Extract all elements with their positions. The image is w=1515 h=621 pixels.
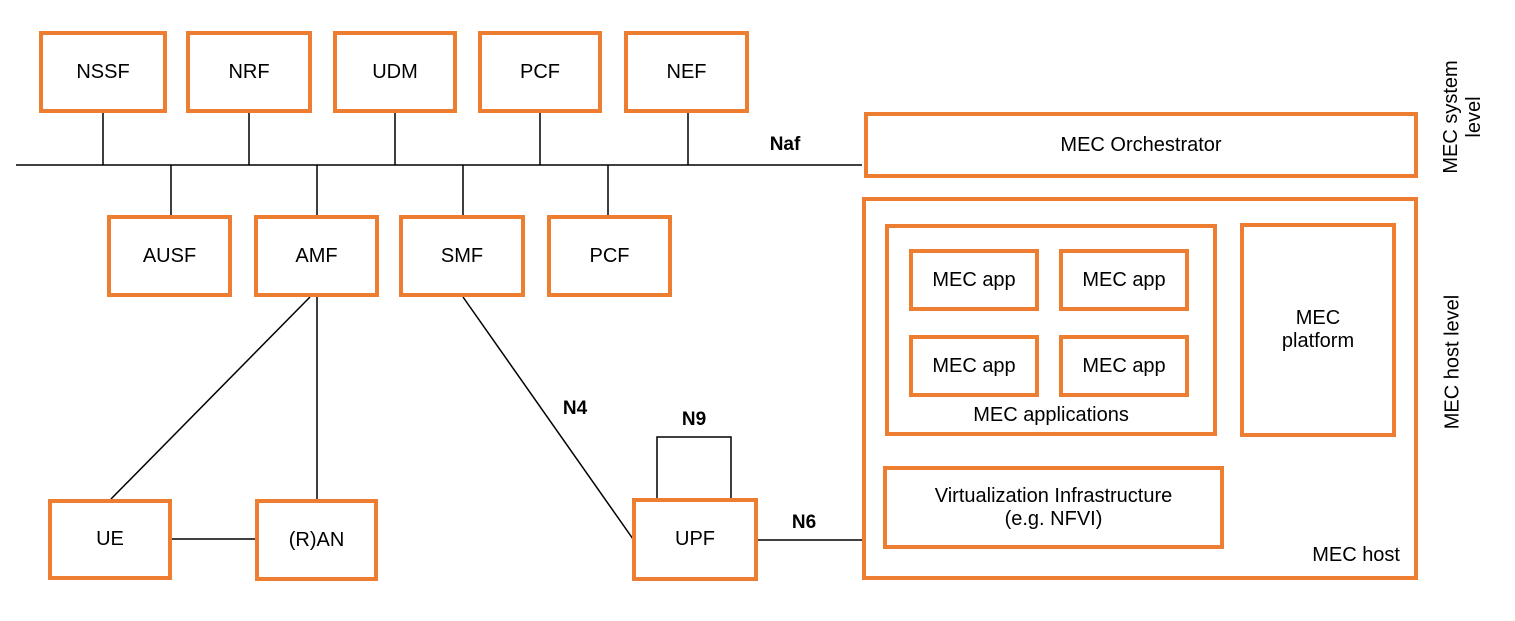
ausf-box: AUSF <box>107 215 232 297</box>
mec-host-label: MEC host <box>1312 544 1400 566</box>
mec-host-level-label: MEC host level <box>1441 294 1464 430</box>
smf-label: SMF <box>440 244 484 267</box>
mec-system-level-label: MEC system level <box>1440 60 1485 174</box>
n9-interface-label: N9 <box>681 409 707 430</box>
virtualization-infrastructure-box: Virtualization Infrastructure (e.g. NFVI… <box>883 466 1224 549</box>
smf-upf-n4-link <box>462 296 634 540</box>
ran-label: (R)AN <box>288 528 345 551</box>
smf-box: SMF <box>399 215 525 297</box>
upf-n9-loop <box>656 436 732 498</box>
amf-box: AMF <box>254 215 379 297</box>
mec-platform-box: MEC platform <box>1240 223 1396 437</box>
pcf-mid-label: PCF <box>589 244 630 267</box>
nssf-label: NSSF <box>76 60 130 83</box>
nrf-box: NRF <box>186 31 312 113</box>
mec-app-label-3: MEC app <box>932 354 1016 377</box>
n6-interface-label: N6 <box>791 512 817 533</box>
mec-app-box-3: MEC app <box>909 335 1039 397</box>
mec-app-label-1: MEC app <box>932 268 1016 291</box>
mec-app-box-2: MEC app <box>1059 249 1189 311</box>
pcf-top-box: PCF <box>478 31 602 113</box>
nef-box: NEF <box>624 31 749 113</box>
virtualization-infrastructure-label-line1: Virtualization Infrastructure <box>934 484 1173 507</box>
mec-platform-label: MEC platform <box>1281 307 1355 352</box>
nef-label: NEF <box>666 60 707 83</box>
nrf-label: NRF <box>228 60 270 83</box>
nssf-box: NSSF <box>39 31 167 113</box>
ausf-label: AUSF <box>142 244 197 267</box>
ue-label: UE <box>96 528 124 550</box>
pcf-top-label: PCF <box>520 60 560 83</box>
ran-box: (R)AN <box>255 499 378 581</box>
ue-box: UE <box>48 499 172 580</box>
mec-app-label-4: MEC app <box>1082 354 1166 377</box>
mec-orchestrator-label: MEC Orchestrator <box>1060 133 1222 156</box>
upf-label: UPF <box>675 528 715 550</box>
upf-box: UPF <box>632 498 758 581</box>
mec-orchestrator-box: MEC Orchestrator <box>864 112 1418 178</box>
amf-label: AMF <box>295 244 338 267</box>
virtualization-infrastructure-label-line2: (e.g. NFVI) <box>1004 507 1103 530</box>
mec-app-label-2: MEC app <box>1082 268 1166 291</box>
amf-ue-link <box>110 296 311 500</box>
mec-app-box-4: MEC app <box>1059 335 1189 397</box>
naf-interface-label: Naf <box>769 134 801 155</box>
n4-interface-label: N4 <box>562 398 588 419</box>
udm-box: UDM <box>333 31 457 113</box>
mec-applications-label: MEC applications <box>973 404 1129 426</box>
mec-app-box-1: MEC app <box>909 249 1039 311</box>
udm-label: UDM <box>372 60 418 83</box>
pcf-mid-box: PCF <box>547 215 672 297</box>
